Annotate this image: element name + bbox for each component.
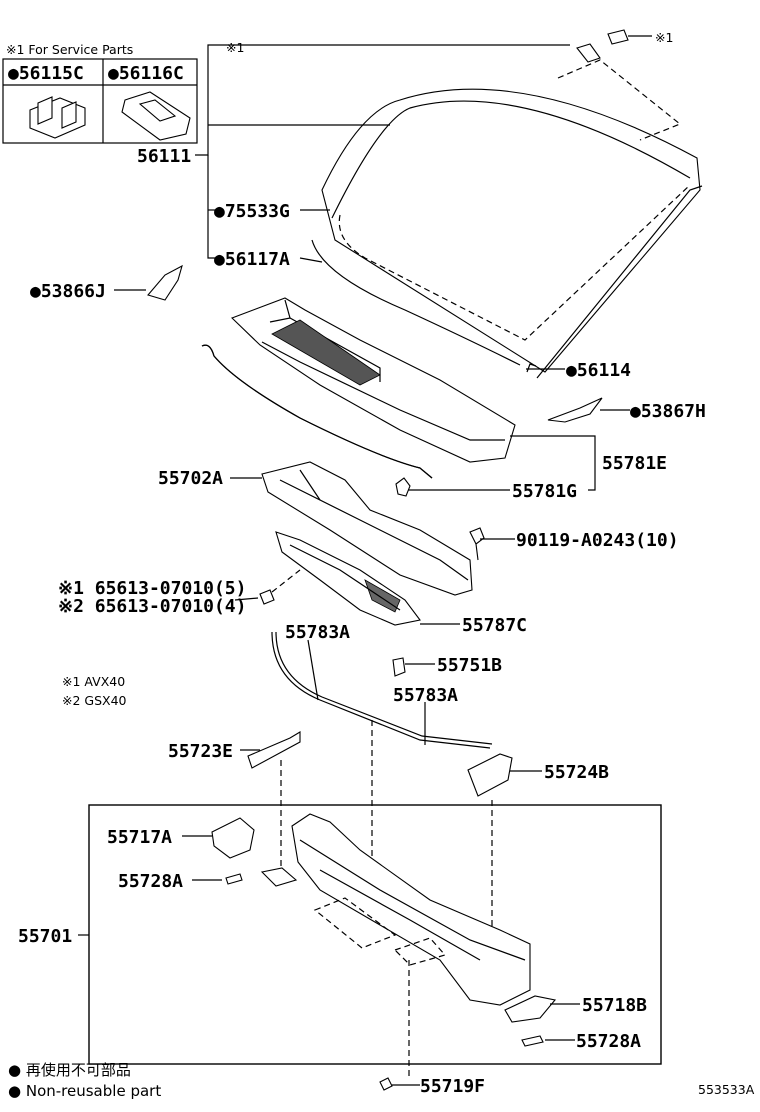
- clip-55781g-illustration: [395, 477, 411, 497]
- label-55781e: 55781E: [602, 453, 667, 474]
- windshield-glass: [311, 29, 703, 379]
- service-mark-right: ※1: [655, 30, 673, 45]
- label-90119-a0243: 90119-A0243(10): [516, 530, 679, 551]
- label-55783a-mid: 55783A: [393, 685, 458, 706]
- nut-65613-illustration: [259, 589, 275, 605]
- strip-55783a-illustration: [271, 631, 491, 749]
- label-55728a-left: 55728A: [118, 871, 183, 892]
- label-55718b: 55718B: [582, 995, 647, 1016]
- plate-55728a-right-illustration: [521, 1035, 544, 1047]
- leader-lines: [78, 35, 652, 1086]
- bolt-90119-illustration: [469, 527, 485, 561]
- bracket-55723e-illustration: [247, 731, 301, 769]
- service-parts-title: ※1 For Service Parts: [6, 42, 133, 57]
- label-56114: ●56114: [566, 360, 631, 381]
- label-55717a: 55717A: [107, 827, 172, 848]
- model-note-gsx40: ※2 GSX40: [62, 693, 127, 708]
- cowl-panel-55702a: [261, 461, 473, 596]
- label-65613-07010-gsx40: ※2 65613-07010(4): [58, 596, 246, 617]
- label-55781g: 55781G: [512, 481, 577, 502]
- service-part-56116c-label: ●56116C: [108, 63, 184, 84]
- grommet-55719f-illustration: [379, 1077, 393, 1091]
- bracket-55717a-illustration: [211, 817, 255, 859]
- model-note-avx40: ※1 AVX40: [62, 674, 125, 689]
- label-55783a-top: 55783A: [285, 622, 350, 643]
- clip-56115c-illustration: [29, 96, 86, 139]
- label-55728a-right: 55728A: [576, 1031, 641, 1052]
- cowl-louver: [230, 297, 516, 463]
- label-55787c: 55787C: [462, 615, 527, 636]
- figure-id: 553533A: [698, 1082, 755, 1097]
- label-65613-07010-avx40: ※1 65613-07010(5): [58, 578, 246, 599]
- label-55751b: 55751B: [437, 655, 502, 676]
- service-mark-top: ※1: [226, 40, 244, 55]
- plug-55751b-illustration: [392, 657, 406, 677]
- label-55723e: 55723E: [168, 741, 233, 762]
- label-56117a: ●56117A: [214, 249, 290, 270]
- label-55702a: 55702A: [158, 468, 223, 489]
- label-55719f: 55719F: [420, 1076, 485, 1097]
- inner-panel-55787c: [275, 531, 421, 626]
- label-56111: 56111: [137, 146, 191, 167]
- label-53866j: ●53866J: [30, 281, 106, 302]
- legend-japanese: ● 再使用不可部品: [8, 1061, 131, 1079]
- bracket-53867h-illustration: [547, 397, 603, 423]
- bracket-55724b-illustration: [467, 753, 513, 797]
- bracket-53866j-illustration: [147, 264, 183, 301]
- service-part-56115c-label: ●56115C: [8, 63, 84, 84]
- clip-56116c-illustration: [121, 91, 191, 141]
- assembly-55701-box: [88, 804, 662, 1065]
- label-55724b: 55724B: [544, 762, 609, 783]
- legend-english: ● Non-reusable part: [8, 1082, 161, 1100]
- bracket-55718b-illustration: [504, 995, 557, 1023]
- dash-panel-55701: [291, 813, 531, 1006]
- label-53867h: ●53867H: [630, 401, 706, 422]
- label-55701: 55701: [18, 926, 72, 947]
- label-75533g: ●75533G: [214, 201, 290, 222]
- plate-55728a-left-illustration: [225, 873, 243, 885]
- service-parts-box: ※1 For Service Parts ●56115C ●56116C: [2, 42, 198, 144]
